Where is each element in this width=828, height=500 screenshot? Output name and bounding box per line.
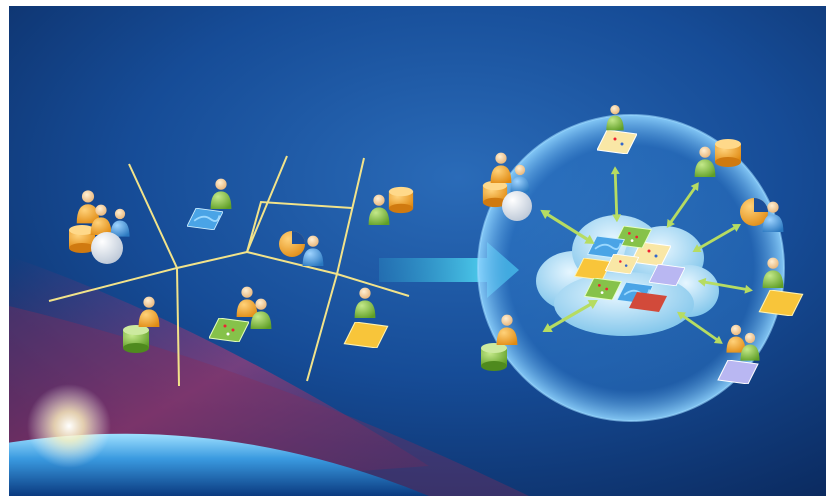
diagram-canvas <box>9 6 826 496</box>
sun-glow <box>27 384 111 468</box>
left-icon-users-database-globe <box>69 190 130 264</box>
boundary-line <box>176 267 180 387</box>
boundary-line <box>336 273 410 297</box>
left-boundary-lines <box>48 155 410 387</box>
right-icon-user-pie-chart <box>740 198 784 232</box>
boundary-line <box>246 200 353 253</box>
boundary-line <box>306 273 338 382</box>
left-icon-user-pie-chart <box>279 231 324 266</box>
cloud-icon <box>536 215 719 336</box>
right-icon-users-database-globe <box>482 152 532 221</box>
planet-horizon <box>9 433 429 496</box>
